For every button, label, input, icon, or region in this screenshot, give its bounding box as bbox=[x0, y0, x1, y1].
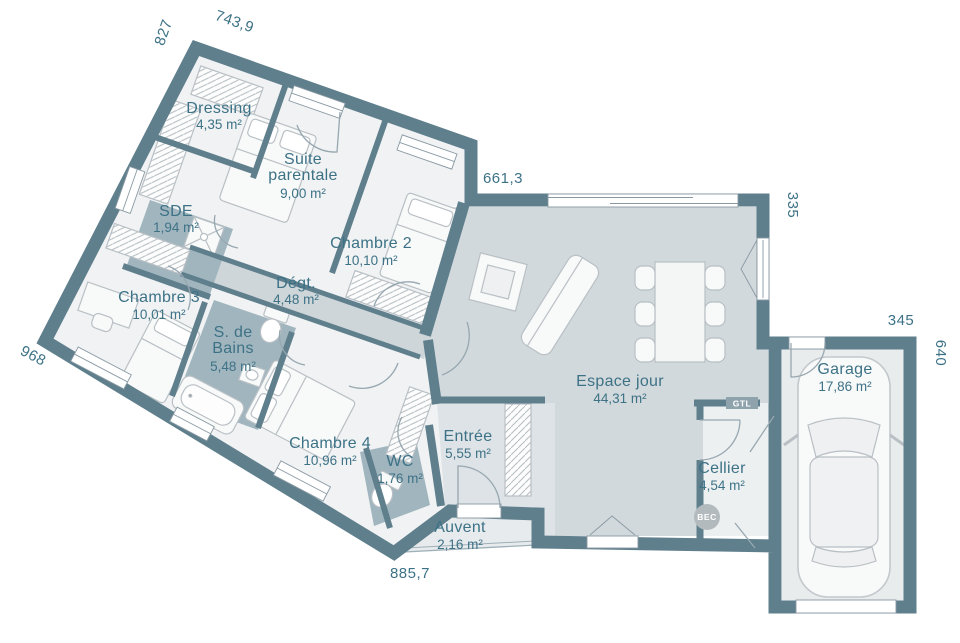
dining-table-icon bbox=[634, 261, 726, 363]
sink-icon bbox=[237, 362, 267, 388]
bec-label: BEC bbox=[697, 512, 716, 522]
door-arc bbox=[348, 362, 399, 389]
room-area-bains: 5,48 m² bbox=[210, 359, 256, 374]
dim-top-wing: 743,9 bbox=[213, 7, 256, 36]
wall-dressing-suite bbox=[250, 77, 291, 179]
doors bbox=[167, 111, 826, 549]
room-label-chambre2: Chambre 2 bbox=[330, 235, 412, 252]
room-label-degt: Dégt. bbox=[276, 275, 316, 292]
room-label-bains-line2: Bains bbox=[212, 340, 254, 357]
wall-corridor-bottom bbox=[180, 271, 421, 360]
wall-wc-ch4 bbox=[363, 447, 393, 529]
wall-living-wc bbox=[423, 339, 442, 405]
wall-suite-ch2 bbox=[329, 112, 391, 274]
door-leaf bbox=[734, 522, 756, 549]
bay-marker bbox=[589, 515, 636, 536]
bec-circle bbox=[694, 504, 720, 530]
room-area-espace-jour: 44,31 m² bbox=[593, 391, 647, 406]
furniture bbox=[77, 65, 905, 598]
wall-wc-entry bbox=[425, 424, 445, 507]
room-label-suite-line1: Suite bbox=[284, 151, 322, 168]
room-label-suite-line2: parentale bbox=[268, 167, 337, 184]
garage-door bbox=[795, 599, 897, 614]
room-label-sde: SDE bbox=[159, 203, 193, 220]
dim-bottom: 885,7 bbox=[390, 565, 430, 582]
closet-icon bbox=[504, 403, 532, 497]
room-labels: Dressing 4,35 m² Suite parentale 9,00 m²… bbox=[118, 100, 872, 552]
sofa-icon bbox=[520, 254, 600, 356]
dim-garage-top: 345 bbox=[888, 312, 915, 329]
front-door-opening bbox=[456, 503, 502, 519]
room-area-wc: 1,76 m² bbox=[377, 471, 423, 486]
room-area-entree: 5,55 m² bbox=[445, 446, 491, 461]
bay-marker bbox=[740, 239, 758, 299]
door-arc bbox=[373, 281, 421, 307]
door-leaf bbox=[749, 415, 775, 453]
coffee-table-icon bbox=[468, 252, 528, 312]
door-arc bbox=[167, 265, 191, 311]
bay-window bbox=[547, 193, 739, 208]
room-area-sde: 1,94 m² bbox=[153, 220, 199, 235]
room-label-dressing: Dressing bbox=[186, 100, 252, 117]
room-label-cellier: Cellier bbox=[698, 460, 746, 477]
room-label-auvent: Auvent bbox=[434, 519, 486, 536]
closet-icon bbox=[385, 385, 435, 465]
door-arc bbox=[699, 419, 741, 461]
wall-corridor-top bbox=[189, 244, 433, 334]
room-label-entree: Entrée bbox=[444, 428, 493, 445]
wall-sde-ch3 bbox=[121, 263, 212, 300]
wall-dressing-sde bbox=[151, 133, 257, 175]
wall-bains-ch3 bbox=[169, 301, 208, 397]
dim-garage-right: 640 bbox=[932, 340, 949, 367]
room-area-suite: 9,00 m² bbox=[280, 186, 326, 201]
dim-living-right: 335 bbox=[784, 192, 801, 219]
car-icon bbox=[783, 356, 905, 598]
double-bed-icon bbox=[219, 113, 317, 223]
door-arc bbox=[790, 342, 826, 378]
room-label-wc: WC bbox=[386, 453, 413, 470]
room-label-espace-jour: Espace jour bbox=[576, 373, 664, 390]
room-area-degt: 4,48 m² bbox=[273, 292, 319, 307]
room-label-bains-line1: S. de bbox=[214, 324, 253, 341]
dining-chair-icon bbox=[634, 265, 726, 363]
porch-edge-line bbox=[405, 540, 536, 549]
room-label-chambre4: Chambre 4 bbox=[289, 435, 371, 452]
door-arc bbox=[441, 321, 470, 376]
windows bbox=[70, 84, 897, 614]
wall-living-ch2 bbox=[419, 201, 470, 337]
room-area-garage: 17,86 m² bbox=[818, 379, 872, 394]
technical-markers: GTL BEC bbox=[694, 397, 758, 530]
room-area-chambre4: 10,96 m² bbox=[303, 453, 357, 468]
gtl-label: GTL bbox=[733, 399, 752, 409]
closet-icon bbox=[138, 99, 202, 205]
door-arc bbox=[296, 111, 341, 153]
room-label-garage: Garage bbox=[817, 361, 872, 378]
room-area-dressing: 4,35 m² bbox=[196, 117, 242, 132]
desk-icon bbox=[77, 281, 140, 333]
room-area-chambre2: 10,10 m² bbox=[344, 253, 398, 268]
door-arc bbox=[213, 214, 239, 249]
room-label-chambre3: Chambre 3 bbox=[118, 289, 200, 306]
window bbox=[586, 535, 639, 549]
door-arc bbox=[397, 416, 414, 459]
room-area-chambre3: 10,01 m² bbox=[132, 307, 186, 322]
dim-left-wing: 827 bbox=[151, 17, 176, 48]
garage-service-door-opening bbox=[788, 336, 826, 350]
corridor-floor bbox=[181, 247, 432, 359]
room-area-cellier: 4,54 m² bbox=[699, 478, 745, 493]
door-arc bbox=[457, 465, 501, 509]
dim-living-top: 661,3 bbox=[483, 170, 523, 187]
room-area-auvent: 2,16 m² bbox=[437, 537, 483, 552]
wall-bains-ch4 bbox=[255, 330, 295, 430]
closet-icon bbox=[105, 222, 191, 276]
closet-icon bbox=[190, 65, 264, 117]
gtl-box bbox=[726, 397, 758, 409]
door-arc bbox=[278, 329, 306, 366]
